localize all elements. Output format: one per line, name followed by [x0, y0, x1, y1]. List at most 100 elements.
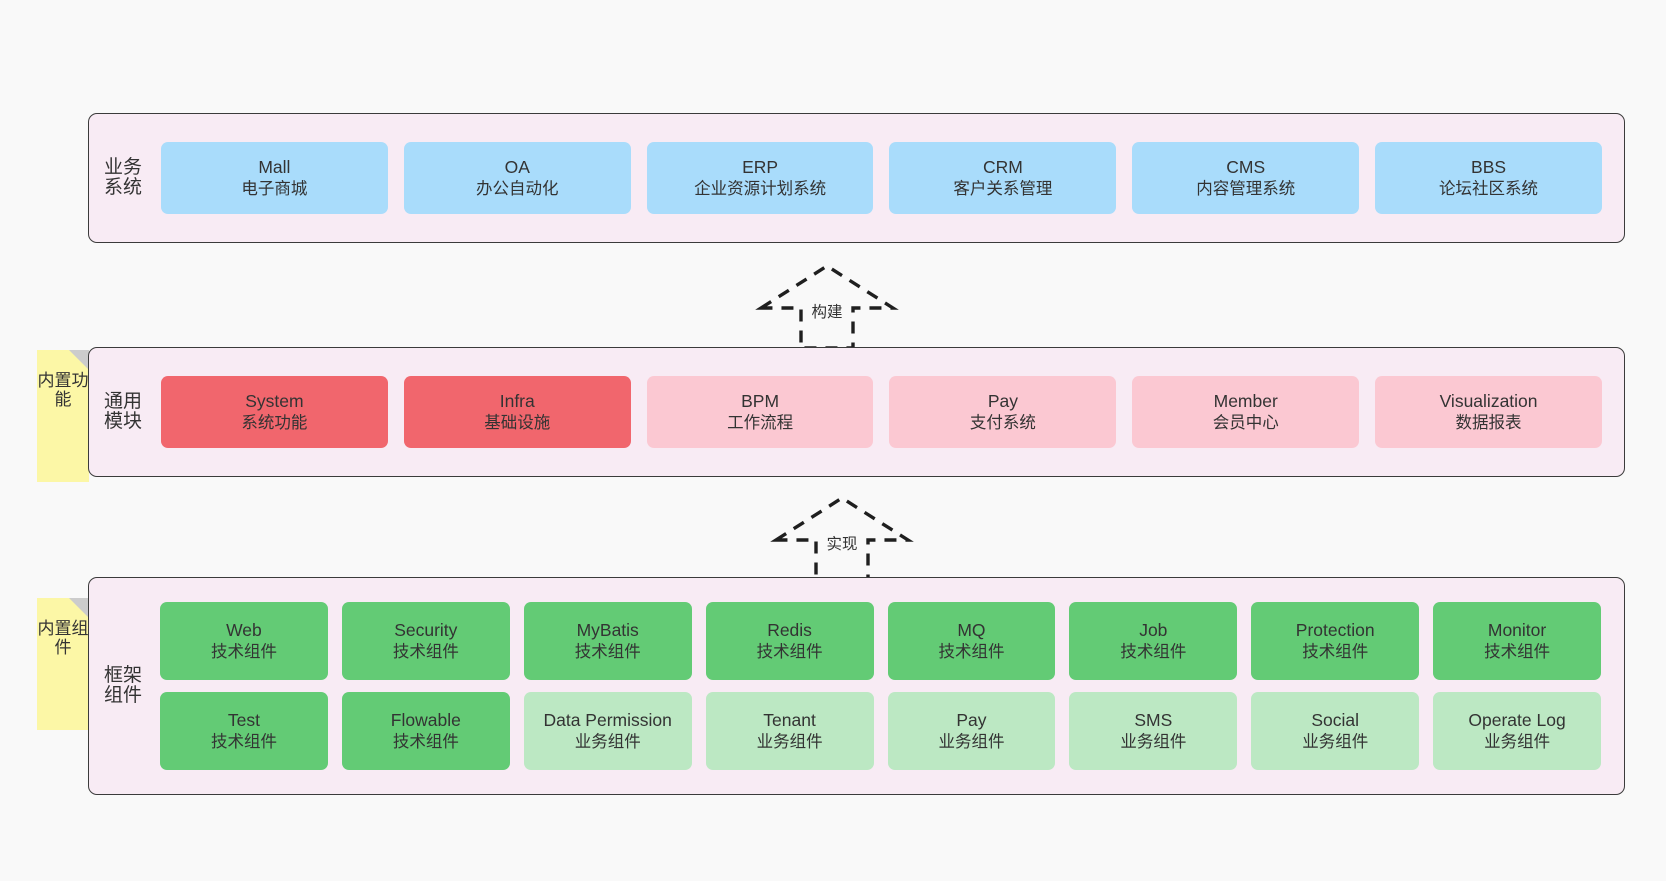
- card-visualization[interactable]: Visualization 数据报表: [1375, 376, 1602, 448]
- card-system-en: System: [245, 391, 304, 412]
- framework-col-2: Security 技术组件 Flowable 技术组件: [335, 578, 517, 794]
- card-oa-en: OA: [504, 157, 530, 178]
- card-security[interactable]: Security 技术组件: [341, 602, 510, 680]
- card-data-permission-en: Data Permission: [543, 710, 672, 731]
- card-pay-component-en: Pay: [956, 710, 987, 731]
- card-bpm-en: BPM: [741, 391, 780, 412]
- arrow-build-shape: [755, 263, 899, 350]
- card-infra[interactable]: Infra 基础设施: [403, 376, 631, 448]
- card-protection[interactable]: Protection 技术组件: [1251, 602, 1420, 680]
- card-test[interactable]: Test 技术组件: [160, 692, 328, 770]
- card-data-permission[interactable]: Data Permission 业务组件: [523, 692, 692, 770]
- card-member[interactable]: Member 会员中心: [1132, 376, 1360, 448]
- card-pay-module[interactable]: Pay 支付系统: [889, 376, 1117, 448]
- card-pay-component[interactable]: Pay 业务组件: [887, 692, 1056, 770]
- note-builtin-components-label: 内置组件: [37, 619, 89, 657]
- framework-card-grid: Web 技术组件 Test 技术组件 Security 技术组件 Flowabl…: [145, 578, 1624, 794]
- card-job[interactable]: Job 技术组件: [1069, 602, 1238, 680]
- arrow-implement-label: 实现: [826, 536, 858, 553]
- note-builtin-components: 内置组件: [37, 598, 89, 730]
- note-builtin-functions: 内置功能: [37, 350, 89, 482]
- card-operate-log-cn: 业务组件: [1484, 732, 1551, 751]
- card-tenant-cn: 业务组件: [756, 732, 823, 751]
- arrow-implement: 实现: [770, 494, 914, 582]
- card-bbs-cn: 论坛社区系统: [1439, 179, 1539, 198]
- arrow-build: 构建: [755, 262, 899, 350]
- card-erp-en: ERP: [742, 157, 779, 178]
- card-sms-en: SMS: [1134, 710, 1173, 731]
- framework-col-7: Protection 技术组件 Social 业务组件: [1244, 578, 1426, 794]
- business-col-3: ERP 企业资源计划系统: [639, 114, 882, 242]
- card-cms-cn: 内容管理系统: [1196, 179, 1296, 198]
- card-protection-en: Protection: [1295, 620, 1375, 641]
- framework-col-8: Monitor 技术组件 Operate Log 业务组件: [1426, 578, 1608, 794]
- card-visualization-cn: 数据报表: [1455, 413, 1522, 432]
- card-bpm-cn: 工作流程: [727, 413, 794, 432]
- module-col-2: Infra 基础设施: [396, 348, 639, 476]
- card-system[interactable]: System 系统功能: [161, 376, 388, 448]
- card-cms[interactable]: CMS 内容管理系统: [1132, 142, 1360, 214]
- card-system-cn: 系统功能: [241, 413, 308, 432]
- layer-framework-title: 框架组件: [103, 664, 142, 706]
- module-col-5: Member 会员中心: [1124, 348, 1367, 476]
- arrow-implement-shape: [770, 495, 914, 582]
- card-social-cn: 业务组件: [1302, 732, 1369, 751]
- card-cms-en: CMS: [1226, 157, 1266, 178]
- business-col-1: Mall 电子商城: [153, 114, 396, 242]
- card-infra-cn: 基础设施: [484, 413, 551, 432]
- card-crm-en: CRM: [982, 157, 1023, 178]
- card-monitor-cn: 技术组件: [1484, 642, 1551, 661]
- card-operate-log[interactable]: Operate Log 业务组件: [1433, 692, 1601, 770]
- card-bbs-en: BBS: [1471, 157, 1507, 178]
- card-pay-module-en: Pay: [987, 391, 1018, 412]
- card-job-cn: 技术组件: [1120, 642, 1187, 661]
- card-bbs[interactable]: BBS 论坛社区系统: [1375, 142, 1602, 214]
- card-erp-cn: 企业资源计划系统: [694, 179, 827, 198]
- card-monitor-en: Monitor: [1487, 620, 1547, 641]
- module-col-4: Pay 支付系统: [881, 348, 1124, 476]
- card-member-en: Member: [1213, 391, 1278, 412]
- layer-common-modules: 通用模块 System 系统功能 Infra 基础设施 BPM 工作流程: [88, 347, 1625, 477]
- framework-col-4: Redis 技术组件 Tenant 业务组件: [699, 578, 881, 794]
- card-redis-cn: 技术组件: [756, 642, 823, 661]
- card-data-permission-cn: 业务组件: [574, 732, 641, 751]
- card-mybatis-en: MyBatis: [576, 620, 639, 641]
- card-tenant-en: Tenant: [763, 710, 816, 731]
- card-bpm[interactable]: BPM 工作流程: [646, 376, 874, 448]
- card-social-en: Social: [1311, 710, 1360, 731]
- card-oa[interactable]: OA 办公自动化: [403, 142, 631, 214]
- business-col-6: BBS 论坛社区系统: [1367, 114, 1610, 242]
- card-member-cn: 会员中心: [1212, 413, 1279, 432]
- card-erp[interactable]: ERP 企业资源计划系统: [646, 142, 874, 214]
- card-mall[interactable]: Mall 电子商城: [161, 142, 388, 214]
- card-tenant[interactable]: Tenant 业务组件: [705, 692, 874, 770]
- card-flowable[interactable]: Flowable 技术组件: [341, 692, 510, 770]
- layer-business-title: 业务系统: [103, 156, 142, 198]
- card-redis[interactable]: Redis 技术组件: [705, 602, 874, 680]
- card-pay-component-cn: 业务组件: [938, 732, 1005, 751]
- card-mall-cn: 电子商城: [241, 179, 308, 198]
- card-sms[interactable]: SMS 业务组件: [1069, 692, 1238, 770]
- business-col-4: CRM 客户关系管理: [881, 114, 1124, 242]
- card-mq[interactable]: MQ 技术组件: [887, 602, 1056, 680]
- business-card-list: Mall 电子商城 OA 办公自动化 ERP 企业资源计划系统 CRM: [145, 114, 1624, 242]
- card-social[interactable]: Social 业务组件: [1251, 692, 1420, 770]
- module-card-list: System 系统功能 Infra 基础设施 BPM 工作流程 Pay: [145, 348, 1624, 476]
- business-col-2: OA 办公自动化: [396, 114, 639, 242]
- arrow-build-label: 构建: [811, 304, 843, 321]
- card-crm[interactable]: CRM 客户关系管理: [889, 142, 1117, 214]
- card-web[interactable]: Web 技术组件: [160, 602, 328, 680]
- card-mybatis-cn: 技术组件: [574, 642, 641, 661]
- business-col-5: CMS 内容管理系统: [1124, 114, 1367, 242]
- card-flowable-cn: 技术组件: [392, 732, 459, 751]
- layer-modules-title: 通用模块: [103, 390, 142, 432]
- card-oa-cn: 办公自动化: [475, 179, 559, 198]
- module-col-6: Visualization 数据报表: [1367, 348, 1610, 476]
- card-monitor[interactable]: Monitor 技术组件: [1433, 602, 1601, 680]
- card-mybatis[interactable]: MyBatis 技术组件: [523, 602, 692, 680]
- card-visualization-en: Visualization: [1439, 391, 1538, 412]
- card-security-cn: 技术组件: [392, 642, 459, 661]
- note-fold-icon: [69, 350, 89, 370]
- card-pay-module-cn: 支付系统: [969, 413, 1036, 432]
